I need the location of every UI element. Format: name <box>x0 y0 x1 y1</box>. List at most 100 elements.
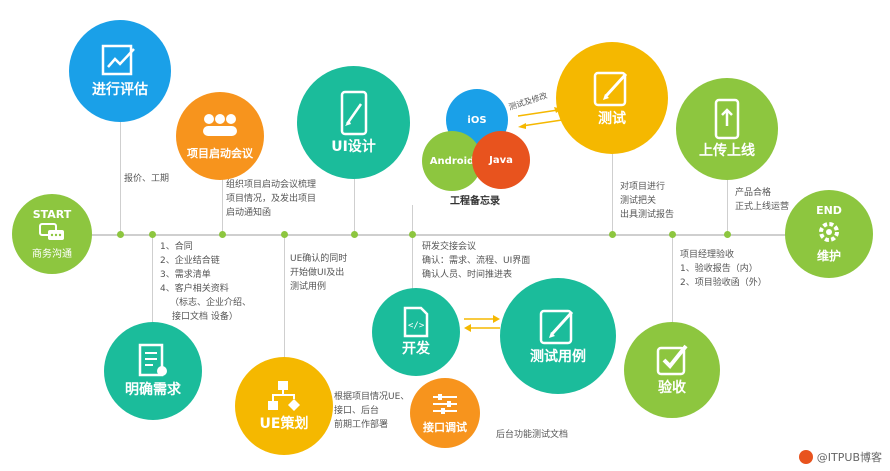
connector-requirement <box>152 235 153 335</box>
end-label: 维护 <box>816 249 841 263</box>
develop-node: </> 开发 <box>372 288 460 376</box>
android-label: Android <box>429 155 475 167</box>
testcase-label: 测试用例 <box>530 349 586 366</box>
note-line: 对项目进行 <box>620 182 666 192</box>
requirement-label: 明确需求 <box>125 382 181 399</box>
kickoff-node: 项目启动会议 <box>176 92 264 180</box>
connector-kickoff <box>222 160 223 235</box>
test-node: 测试 <box>556 42 668 154</box>
ue-node: UE策划 <box>235 357 333 455</box>
kickoff-label: 项目启动会议 <box>187 147 253 160</box>
note-line: 测试把关 <box>620 196 657 206</box>
note-line: 确认人员、时间推进表 <box>422 270 513 280</box>
phone-upload-icon <box>712 98 742 140</box>
requirement-node: 明确需求 <box>104 322 202 420</box>
svg-text:</>: </> <box>408 321 425 331</box>
watermark-logo-icon <box>798 450 813 464</box>
java-badge: Java <box>472 131 530 189</box>
note-line: （标志、企业介绍、 <box>170 298 252 308</box>
note-line: 3、需求清单 <box>160 270 211 280</box>
watermark-text: @ITPUB博客 <box>816 451 882 464</box>
meeting-icon <box>200 111 240 141</box>
develop-testcase-arrows <box>462 314 502 334</box>
note-line: 确认：需求、流程、UI界面 <box>422 256 531 266</box>
document-list-icon <box>137 343 169 379</box>
timeline-dot <box>609 231 616 238</box>
timeline-dot <box>724 231 731 238</box>
kickoff-note: 组织项目启动会议梳理 项目情况，及发出项目 启动通知函 <box>226 178 316 220</box>
start-tag: START <box>32 208 72 221</box>
note-line: 前期工作部署 <box>334 420 389 430</box>
note-line: 2、项目验收函（外） <box>680 278 767 288</box>
note-line: 根据项目情况UE、 <box>334 392 410 402</box>
memo-label: 工程备忘录 <box>450 196 500 207</box>
requirement-note: 1、合同 2、企业结合链 3、需求清单 4、客户相关资料 （标志、企业介绍、 接… <box>160 240 251 324</box>
connector-develop <box>412 235 413 290</box>
note-line: 项目经理验收 <box>680 250 735 260</box>
interface-node: 接口调试 <box>410 378 480 448</box>
start-label: 商务沟通 <box>32 249 72 260</box>
timeline-dot <box>669 231 676 238</box>
evaluate-node: 进行评估 <box>69 20 171 122</box>
phone-design-icon <box>337 90 371 136</box>
timeline-dot <box>409 231 416 238</box>
timeline-line <box>40 234 840 236</box>
end-node: END 维护 <box>785 190 873 278</box>
timeline-dot <box>149 231 156 238</box>
end-tag: END <box>816 204 842 217</box>
note-line: 正式上线运营 <box>735 202 790 212</box>
connector-ui <box>354 160 355 235</box>
code-file-icon: </> <box>402 306 430 338</box>
connector-evaluate <box>120 110 121 235</box>
timeline-dot <box>351 231 358 238</box>
start-node: START 商务沟通 <box>12 194 92 274</box>
sliders-icon <box>431 392 459 416</box>
note-line: 接口文档 设备） <box>172 312 238 322</box>
ue-note: UE确认的同时 开始做UI及出 测试用例 <box>290 252 347 294</box>
gear-wrench-icon <box>816 219 842 245</box>
upload-node: 上传上线 <box>676 78 778 180</box>
note-line: 出具测试报告 <box>620 210 675 220</box>
java-label: Java <box>489 154 513 166</box>
test-label: 测试 <box>598 111 626 128</box>
connector-upload <box>727 160 728 235</box>
connector-test <box>612 140 613 235</box>
edit-note-icon <box>538 306 578 346</box>
note-line: 启动通知函 <box>226 208 272 218</box>
upload-note: 产品合格 正式上线运营 <box>735 186 789 214</box>
ui-node: UI设计 <box>297 66 410 179</box>
test-note: 对项目进行 测试把关 出具测试报告 <box>620 180 674 222</box>
note-line: UE确认的同时 <box>290 254 348 264</box>
chat-icon <box>39 223 65 243</box>
chart-edit-icon <box>100 43 140 79</box>
upload-label: 上传上线 <box>699 143 755 160</box>
timeline-dot <box>281 231 288 238</box>
note-line: 研发交接会议 <box>422 242 477 252</box>
note-line: 组织项目启动会议梳理 <box>226 180 317 190</box>
accept-label: 验收 <box>658 380 686 397</box>
note-line: 开始做UI及出 <box>290 268 345 278</box>
ios-label: iOS <box>467 114 487 126</box>
note-line: 测试用例 <box>290 282 327 292</box>
interface-note: 根据项目情况UE、 接口、后台 前期工作部署 <box>334 390 409 432</box>
connector-memo <box>412 205 413 235</box>
note-line: 4、客户相关资料 <box>160 284 229 294</box>
interface-label: 接口调试 <box>423 420 467 434</box>
note-line: 1、验收报告（内） <box>680 264 758 274</box>
note-line: 1、合同 <box>160 242 193 252</box>
note-line: 2、企业结合链 <box>160 256 220 266</box>
connector-ue <box>284 235 285 370</box>
testcase-node: 测试用例 <box>500 278 616 394</box>
watermark: @ITPUB博客 <box>798 449 882 465</box>
dev-note: 研发交接会议 确认：需求、流程、UI界面 确认人员、时间推进表 <box>422 240 530 282</box>
note-line: 接口、后台 <box>334 406 380 416</box>
evaluate-label: 进行评估 <box>92 82 148 99</box>
backend-note: 后台功能测试文档 <box>496 430 569 440</box>
note-line: 产品合格 <box>735 188 772 198</box>
timeline-dot <box>219 231 226 238</box>
flowchart-icon <box>266 379 302 413</box>
quote-note: 报价、工期 <box>124 174 170 184</box>
note-line: 项目情况，及发出项目 <box>226 194 317 204</box>
pencil-edit-icon <box>592 68 632 108</box>
checkbox-icon <box>655 343 689 377</box>
